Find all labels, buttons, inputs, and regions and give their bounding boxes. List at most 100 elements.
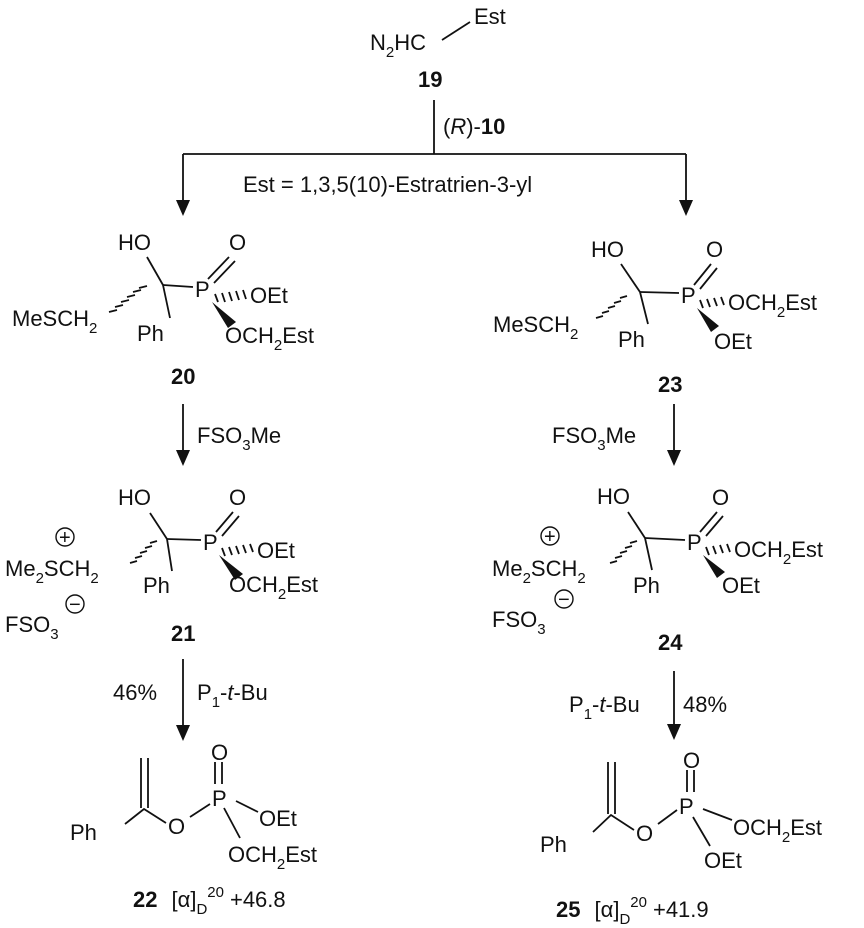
hashed-bond <box>221 543 254 557</box>
arrowhead <box>176 450 190 466</box>
yield-22: 46% <box>113 680 157 705</box>
left-methylation-arrow: FSO3Me <box>176 404 281 466</box>
wedge-bond <box>703 555 725 578</box>
hydroxyl-label: HO <box>118 230 151 255</box>
wedge-bond <box>219 555 243 580</box>
bond <box>146 256 164 286</box>
bond <box>639 291 649 325</box>
compound-22: Ph O P O OEt OCH2Est 22[α]D20+46.8 <box>70 740 317 918</box>
bond <box>149 512 168 540</box>
base-reagent: P1-t-Bu <box>197 680 268 711</box>
minus-charge-icon <box>65 594 85 614</box>
bond <box>644 537 686 541</box>
ethoxy-label: OEt <box>250 283 288 308</box>
bond <box>620 263 641 293</box>
catalyst-label: (R)-10 <box>443 114 505 139</box>
hashed-bond <box>595 295 628 319</box>
bond <box>702 808 733 821</box>
wedge-bond <box>697 308 719 332</box>
arrowhead <box>176 200 190 216</box>
base-reagent: P1-t-Bu <box>569 692 640 723</box>
compound-20: HO O P OEt MeSCH2 Ph OCH2Est 20 <box>12 230 314 389</box>
bond <box>166 538 173 572</box>
methylating-reagent: FSO3Me <box>552 423 636 454</box>
hashed-bond <box>609 540 638 564</box>
branch-arrows: (R)-10 Est = 1,3,5(10)-Estratrien-3-yl <box>176 100 693 216</box>
sulfonium-label: Me2SCH2 <box>5 556 99 587</box>
oxo-label: O <box>211 740 228 765</box>
right-elimination-arrow: P1-t-Bu 48% <box>569 671 727 740</box>
arrowhead <box>679 200 693 216</box>
hashed-bond <box>699 296 725 309</box>
phenyl-label: Ph <box>618 327 645 352</box>
phosphorus-label: P <box>203 530 218 555</box>
ethoxy-label: OEt <box>257 538 295 563</box>
plus-charge-icon <box>540 526 560 546</box>
vinyl-double-bond <box>607 762 616 814</box>
compound-19: Est N2HC 19 <box>370 4 506 92</box>
vinyl-double-bond <box>140 758 149 808</box>
phosphorus-label: P <box>679 794 694 819</box>
bond <box>223 807 241 839</box>
rotation-label-22: 22[α]D20+46.8 <box>133 884 286 918</box>
estrylmethoxy-label: OCH2Est <box>734 537 823 568</box>
diazo-label: N2HC <box>370 30 426 61</box>
yield-25: 48% <box>683 692 727 717</box>
phosphorus-label: P <box>681 283 696 308</box>
compound-24: HO O P OCH2Est + Me2SCH2 Ph OEt FSO3 − 2… <box>492 484 823 655</box>
left-elimination-arrow: 46% P1-t-Bu <box>113 659 268 741</box>
compound-number-24: 24 <box>658 630 683 655</box>
methylthio-label: MeSCH2 <box>12 306 97 337</box>
bond <box>639 291 680 294</box>
bond <box>592 809 678 833</box>
oxo-label: O <box>683 748 700 773</box>
wedge-bond <box>212 302 236 328</box>
phenyl-label: Ph <box>143 573 170 598</box>
hydroxyl-label: HO <box>597 484 630 509</box>
oxo-label: O <box>712 485 729 510</box>
double-bond <box>215 511 240 537</box>
bond <box>627 511 646 539</box>
phenyl-label: Ph <box>70 820 97 845</box>
estrylmethoxy-label: OCH2Est <box>225 323 314 354</box>
phenyl-label: Ph <box>540 832 567 857</box>
minus-charge-icon <box>554 589 574 609</box>
bond <box>441 21 471 41</box>
est-label: Est <box>474 4 506 29</box>
phosphorus-label: P <box>195 277 210 302</box>
plus-charge-icon <box>55 527 75 547</box>
estrylmethoxy-label: OCH2Est <box>228 842 317 873</box>
hashed-bond <box>705 543 731 556</box>
arrowhead <box>176 725 190 741</box>
minus-sign: − <box>558 589 570 611</box>
phenyl-label: Ph <box>633 573 660 598</box>
bond <box>644 537 653 571</box>
hashed-bond <box>108 285 148 313</box>
estrylmethoxy-label: OCH2Est <box>229 572 318 603</box>
double-bond <box>699 511 724 537</box>
bond <box>166 538 202 541</box>
methylating-reagent: FSO3Me <box>197 423 281 454</box>
ethoxy-label: OEt <box>714 329 752 354</box>
arrowhead <box>667 450 681 466</box>
fluorosulfate-counterion: FSO3 <box>492 607 546 638</box>
rotation-label-25: 25[α]D20+41.9 <box>556 894 709 928</box>
sulfonium-label: Me2SCH2 <box>492 556 586 587</box>
phosphorus-label: P <box>212 786 227 811</box>
phosphoryl-double-bond <box>686 770 695 792</box>
bond <box>124 803 211 825</box>
phenyl-label: Ph <box>137 321 164 346</box>
plus-sign: + <box>59 527 71 549</box>
bond <box>235 800 259 813</box>
ethoxy-label: OEt <box>259 806 297 831</box>
hashed-bond <box>129 540 158 564</box>
estrylmethoxy-label: OCH2Est <box>728 290 817 321</box>
double-bond <box>207 256 236 284</box>
compound-number-19: 19 <box>418 67 442 92</box>
enol-oxygen-label: O <box>168 814 185 839</box>
enol-oxygen-label: O <box>636 821 653 846</box>
ethoxy-label: OEt <box>722 573 760 598</box>
oxo-label: O <box>706 237 723 262</box>
oxo-label: O <box>229 230 246 255</box>
